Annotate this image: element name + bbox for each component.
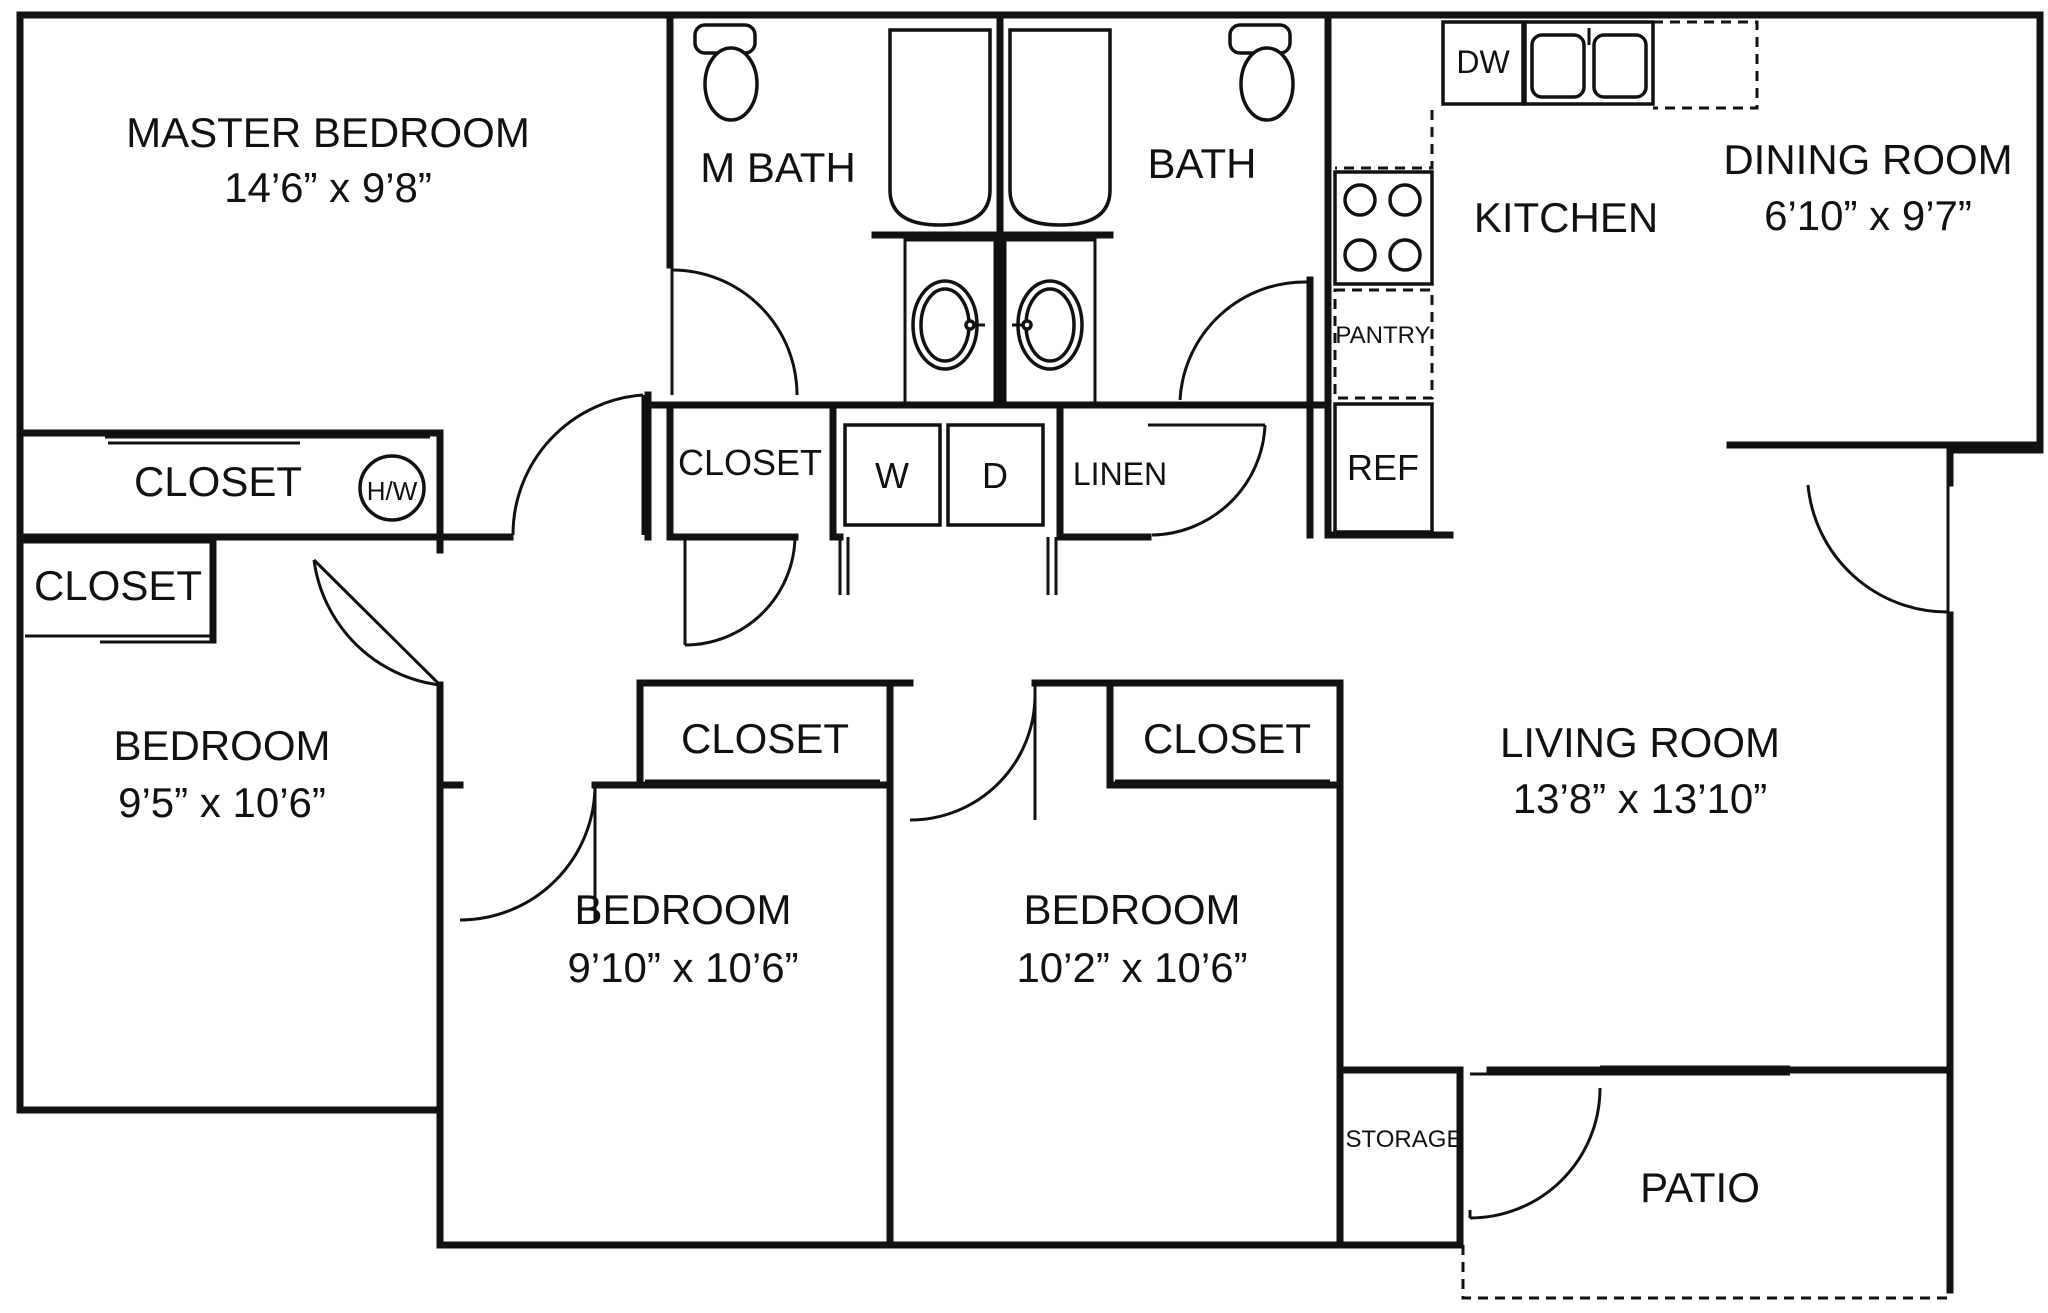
patio-boundary	[1461, 1245, 1950, 1300]
living-room-name: LIVING ROOM	[1500, 719, 1780, 766]
bedroom-left-closet-label: CLOSET	[34, 562, 202, 609]
toilet-icon	[1228, 23, 1295, 122]
counter-edge	[1335, 110, 1434, 170]
refrigerator	[1333, 402, 1434, 534]
dishwasher	[1441, 20, 1525, 106]
kitchen-fixtures	[358, 20, 1759, 534]
stove-icon	[1333, 170, 1434, 286]
washer-label: W	[875, 455, 909, 496]
interior-walls	[16, 11, 2044, 1249]
toilet-icon	[693, 23, 759, 122]
bedroom-right-size: 10’2” x 10’6”	[1016, 944, 1247, 991]
vanity-counter	[903, 238, 997, 407]
linen-label: LINEN	[1073, 456, 1167, 492]
dining-room-size: 6’10” x 9’7”	[1764, 192, 1972, 239]
kitchen-name: KITCHEN	[1474, 194, 1658, 241]
m-bath-name: M BATH	[700, 144, 856, 191]
dryer-label: D	[982, 455, 1008, 496]
master-closet-label: CLOSET	[134, 458, 302, 505]
room-labels: MASTER BEDROOM 14’6” x 9’8” M BATH BATH …	[34, 44, 2013, 1211]
washer	[843, 423, 942, 527]
bathtub-icon	[1008, 28, 1112, 227]
bedroom-right-closet-label: CLOSET	[1143, 715, 1311, 762]
bath-fixtures	[693, 23, 1295, 409]
living-room-size: 13’8” x 13’10”	[1513, 775, 1767, 822]
storage-label: STORAGE	[1346, 1126, 1463, 1153]
dryer	[946, 423, 1045, 527]
bedroom-middle-closet-label: CLOSET	[681, 715, 849, 762]
bedroom-middle-size: 9’10” x 10’6”	[567, 944, 798, 991]
master-bedroom-size: 14’6” x 9’8”	[224, 164, 432, 211]
door-swings	[312, 268, 1950, 1220]
master-bedroom-name: MASTER BEDROOM	[126, 109, 530, 156]
vanity-counter	[1003, 238, 1097, 407]
bath-name: BATH	[1148, 140, 1257, 187]
sink-icon	[911, 279, 985, 371]
dishwasher-label: DW	[1456, 44, 1510, 80]
bedroom-left-size: 9’5” x 10’6”	[118, 779, 326, 826]
bedroom-left-name: BEDROOM	[113, 722, 330, 769]
kitchen-sink-icon	[1523, 20, 1655, 106]
water-heater-label: H/W	[367, 476, 418, 506]
sliding-door-tracks	[25, 435, 1790, 1076]
bedroom-right-name: BEDROOM	[1023, 886, 1240, 933]
counter-edge	[1653, 20, 1759, 110]
refrigerator-label: REF	[1347, 447, 1419, 488]
hall-closet-label: CLOSET	[678, 442, 822, 483]
bedroom-middle-name: BEDROOM	[574, 886, 791, 933]
pantry-label: PANTRY	[1335, 322, 1430, 349]
water-heater	[358, 454, 426, 522]
dining-room-name: DINING ROOM	[1723, 136, 2012, 183]
patio-name: PATIO	[1640, 1164, 1760, 1211]
sink-icon	[1012, 279, 1084, 371]
bathtub-icon	[888, 28, 992, 227]
